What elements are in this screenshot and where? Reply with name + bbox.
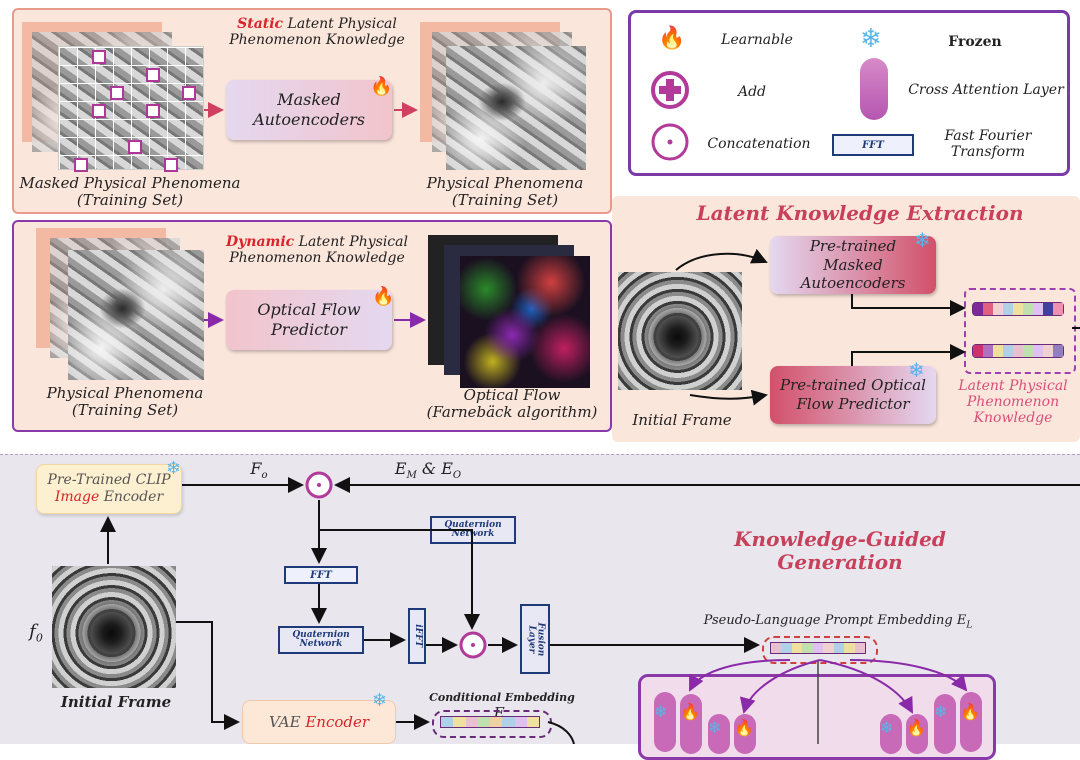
flow-caption: Optical Flow(Farnebäck algorithm)	[426, 386, 598, 422]
generation-title: Knowledge-Guided Generation	[734, 527, 946, 574]
prompt-embedding-group	[762, 636, 878, 664]
quaternion-network-bottom: Quaternion Network	[278, 626, 364, 654]
arrow	[851, 344, 966, 366]
static-title: Static Latent Physical Phenomenon Knowle…	[229, 16, 405, 49]
mask-patch	[110, 86, 124, 100]
arrow	[739, 659, 821, 714]
flame-icon: 🔥	[658, 26, 686, 51]
optical-flow-image	[460, 256, 590, 388]
concatenation-node-top	[305, 471, 333, 499]
arrow	[319, 529, 480, 630]
legend-learnable: Learnable	[721, 32, 793, 48]
phys2-caption: Physical Phenomena(Training Set)	[46, 384, 204, 420]
snowflake-icon: ❄	[860, 24, 882, 54]
mask-patch	[182, 86, 196, 100]
snowflake-icon: ❄	[654, 702, 668, 721]
arrow	[176, 621, 240, 730]
cross-attention-layer	[960, 692, 982, 752]
flame-icon: 🔥	[906, 718, 926, 737]
latent-knowledge-group	[964, 288, 1076, 374]
flame-icon: 🔥	[734, 718, 754, 737]
extraction-initial-frame-label: Initial Frame	[632, 411, 732, 429]
generation-initial-frame	[52, 566, 176, 688]
optical-flow-predictor-box: Optical Flow Predictor	[226, 290, 392, 350]
masked-autoencoders-box: Masked Autoencoders	[226, 80, 392, 140]
phys-image	[446, 46, 586, 170]
fusion-layer-box: Fusion Layer	[520, 604, 550, 674]
ifft-box: iFFT	[408, 608, 426, 664]
flame-icon: 🔥	[960, 702, 980, 721]
legend-add: Add	[737, 84, 767, 100]
add-icon	[651, 71, 689, 109]
arrow	[547, 721, 575, 744]
cross-attention-layer	[654, 692, 676, 752]
connectors	[100, 102, 1080, 744]
mask-patch	[74, 158, 88, 172]
masked-caption: Masked Physical Phenomena(Training Set)	[19, 174, 241, 210]
arrow	[851, 294, 966, 316]
pretrained-mae-box: Pre-trained Masked Autoencoders	[770, 236, 936, 294]
mask-patch	[146, 68, 160, 82]
mask-patch	[92, 104, 106, 118]
concatenation-node-mid	[459, 631, 487, 659]
flame-icon: 🔥	[370, 76, 393, 97]
legend-cross-attention: Cross Attention Layer	[908, 82, 1064, 98]
snowflake-icon: ❄	[880, 718, 894, 737]
snowflake-icon: ❄	[934, 702, 948, 721]
mask-patch	[128, 140, 142, 154]
snowflake-icon: ❄	[914, 228, 931, 252]
pretrained-ofp-box: Pre-trained Optical Flow Predictor	[770, 366, 936, 424]
legend-concatenation: Concatenation	[707, 136, 811, 152]
extraction-initial-frame	[618, 272, 742, 390]
arrow	[849, 659, 968, 692]
mask-patch	[146, 104, 160, 118]
dyn-image	[68, 250, 204, 380]
phys-caption: Physical Phenomena(Training Set)	[426, 174, 584, 210]
f0-label: f0	[29, 621, 43, 645]
cross-attention-icon	[860, 58, 888, 120]
latent-embedding-dynamic	[972, 344, 1064, 358]
flame-icon: 🔥	[372, 286, 395, 307]
generation-initial-frame-label: Initial Frame	[60, 693, 172, 711]
f-o-label: Fo	[250, 459, 268, 482]
snowflake-icon: ❄	[166, 458, 182, 479]
prompt-embedding-label: Pseudo-Language Prompt Embedding EL	[703, 613, 973, 631]
arrow	[675, 248, 768, 271]
fft-box: FFT	[284, 566, 358, 584]
arrow	[689, 389, 768, 406]
flame-icon: 🔥	[680, 702, 700, 721]
mask-patch	[164, 158, 178, 172]
mask-patch	[92, 50, 106, 64]
latent-embedding-static	[972, 302, 1064, 316]
snowflake-icon: ❄	[372, 690, 388, 711]
extraction-title: Latent Knowledge Extraction	[696, 201, 1024, 225]
em-eo-label: EM & EO	[394, 459, 462, 482]
concatenation-icon	[651, 123, 689, 161]
legend-frozen: Frozen	[948, 34, 1002, 50]
conditional-embedding-group	[432, 710, 552, 738]
snowflake-icon: ❄	[908, 358, 925, 382]
cross-attention-layer	[934, 694, 956, 754]
prompt-embedding-strip	[770, 642, 866, 654]
snowflake-icon: ❄	[708, 718, 722, 737]
arrow	[689, 659, 791, 692]
arrow	[819, 659, 913, 714]
cross-attention-layer	[680, 694, 702, 754]
conditional-embedding-strip	[440, 716, 540, 728]
dynamic-title: Dynamic Latent Physical Phenomenon Knowl…	[226, 234, 408, 267]
legend-fft-box: FFT	[832, 134, 914, 156]
